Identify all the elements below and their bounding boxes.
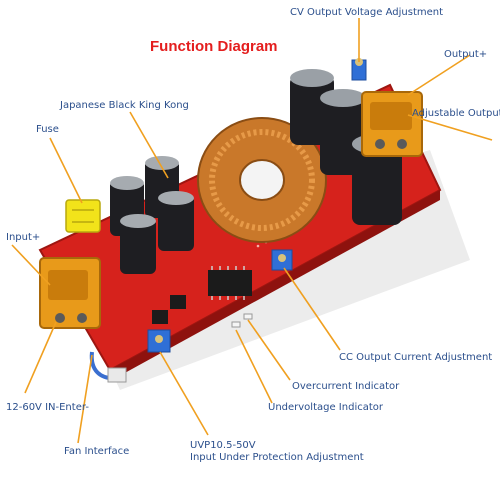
overcurrent-led [243,313,253,320]
label-japanese-capacitors: Japanese Black King Kong [60,100,189,111]
fuse-component [65,199,101,233]
cc-potentiometer [271,249,293,271]
label-fuse: Fuse [36,124,59,135]
label-input-plus: Input+ [6,232,41,243]
pcb-edge [110,190,440,380]
undervoltage-led [231,321,241,328]
label-uvp-adjustment: Input Under Protection Adjustment [190,452,364,463]
label-cc-output-current: CC Output Current Adjustment [339,352,493,363]
transistor [170,295,186,309]
input-capacitors [110,156,194,274]
label-undervoltage-indicator: Undervoltage Indicator [268,402,383,413]
transistor [152,310,168,324]
label-input-minus: 12-60V IN-Enter- [6,402,89,413]
label-adjustable-output-minus: Adjustable Output- [412,108,500,119]
diagram-title: Function Diagram [150,38,278,55]
input-terminal [39,257,101,329]
label-cv-output-voltage: CV Output Voltage Adjustment [290,7,444,18]
leader-lines [11,18,493,444]
label-uvp-range: UVP10.5-50V [190,440,256,451]
label-overcurrent-indicator: Overcurrent Indicator [292,381,400,392]
label-fan-interface: Fan Interface [64,446,130,457]
control-ic [208,266,252,300]
toroid-inductor [197,117,327,243]
label-output-plus: Output+ [444,49,488,60]
output-capacitors [290,69,402,225]
uvp-potentiometer [147,329,171,353]
output-terminal [361,91,423,157]
